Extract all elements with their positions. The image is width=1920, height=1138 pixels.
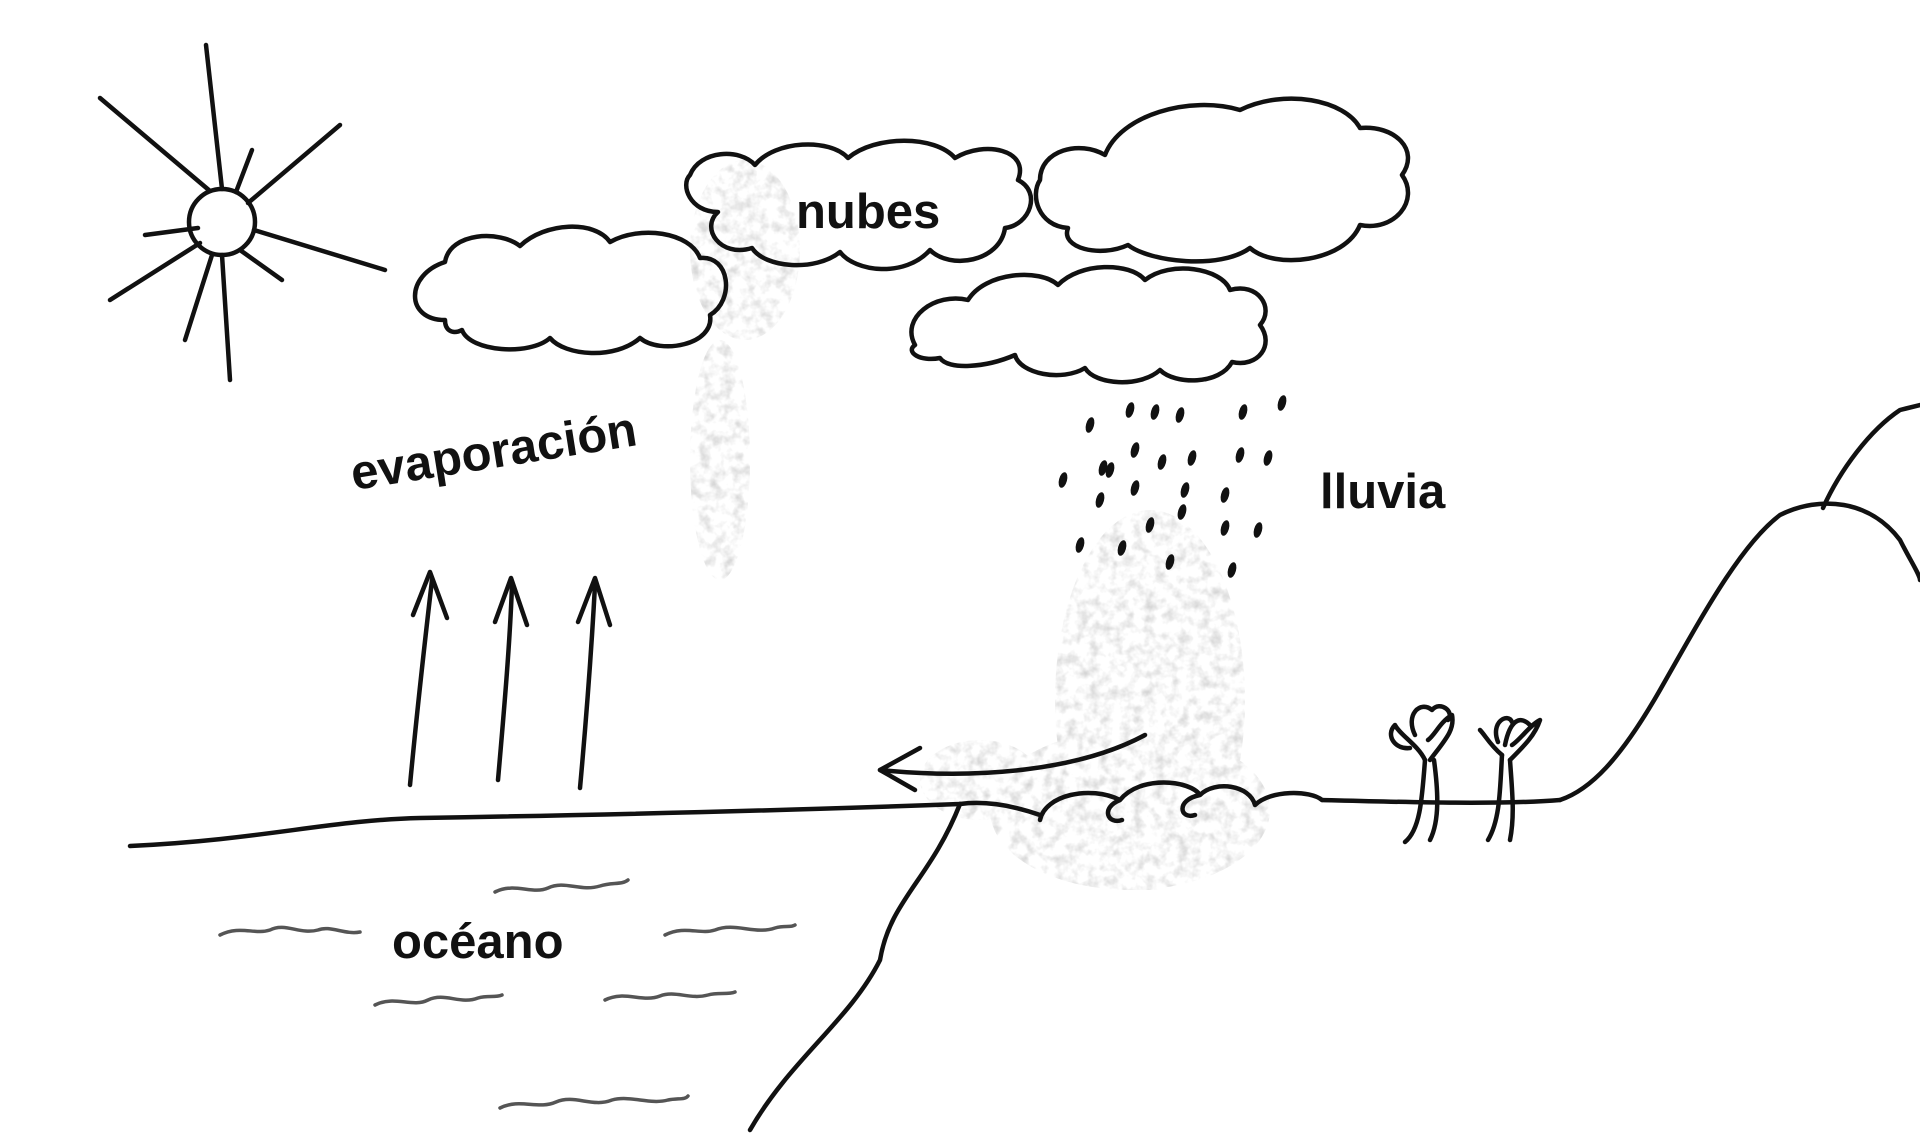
cliff <box>747 801 963 1133</box>
raindrop-icon <box>1220 487 1230 503</box>
clouds-label: nubes <box>796 185 941 239</box>
raindrop-icon <box>1177 504 1187 520</box>
raindrop-icon <box>1277 395 1287 411</box>
arrow-icon <box>575 575 613 628</box>
wave-icon <box>373 993 504 1007</box>
raindrop-icon <box>1157 454 1167 470</box>
ocean-label: océano <box>392 915 564 969</box>
raindrop-icon <box>1220 520 1230 536</box>
raindrop-icon <box>1175 407 1185 423</box>
cloud-icon <box>684 138 1034 272</box>
raindrop-icon <box>1098 460 1108 476</box>
arrow-icon <box>410 569 450 621</box>
raindrop-icon <box>1085 417 1095 433</box>
raindrop-icon <box>1075 537 1085 553</box>
sun-icon <box>97 42 388 383</box>
arrow-icon <box>495 582 515 783</box>
raindrop-icon <box>1130 480 1140 496</box>
cloud-icon <box>412 224 729 356</box>
wave-icon <box>493 878 630 894</box>
raindrop-icon <box>1117 540 1127 556</box>
raindrop-icon <box>1058 472 1068 488</box>
ocean-waves <box>218 878 797 1110</box>
raindrop-icon <box>1165 554 1175 570</box>
raindrop-icon <box>1253 522 1263 538</box>
arrow-icon <box>577 582 598 791</box>
raindrop-icon <box>1125 402 1135 418</box>
tree-icon <box>1477 715 1543 843</box>
mountain-icon <box>1557 402 1920 803</box>
raindrop-icon <box>1235 447 1245 463</box>
arrow-icon <box>407 577 435 788</box>
land-surface <box>1319 797 1563 805</box>
wave-icon <box>498 1094 690 1110</box>
raindrop-icon <box>1227 562 1237 578</box>
tree-icon <box>1388 703 1455 845</box>
raindrop-icon <box>1105 462 1115 478</box>
wave-icon <box>663 923 797 937</box>
cloud-icon <box>1033 96 1411 264</box>
wave-icon <box>603 990 737 1002</box>
raindrop-icon <box>1238 404 1248 420</box>
wave-icon <box>218 925 362 937</box>
raindrop-icon <box>1263 450 1273 466</box>
raindrop-icon <box>1130 442 1140 458</box>
evaporation-arrows <box>407 569 613 791</box>
sea-surface <box>127 801 963 849</box>
raindrop-icon <box>1095 492 1105 508</box>
arrow-icon <box>492 575 530 628</box>
raindrop-icon <box>1187 450 1197 466</box>
arrow-icon <box>877 745 923 793</box>
land-surface <box>957 800 1043 818</box>
raindrop-icon <box>1180 482 1190 498</box>
cloud-icon <box>909 264 1268 385</box>
arrow-icon <box>877 732 1148 776</box>
raindrops <box>1058 395 1287 578</box>
runoff-arrow <box>877 732 1148 793</box>
bushes <box>1037 780 1325 824</box>
raindrop-icon <box>1150 404 1160 420</box>
rain-label: lluvia <box>1320 465 1446 519</box>
raindrop-icon <box>1145 517 1155 533</box>
